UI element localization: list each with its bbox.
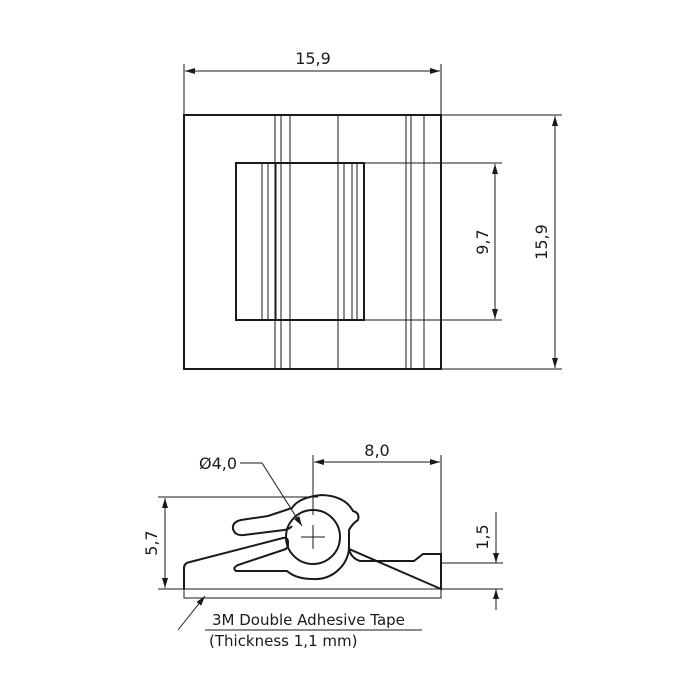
length-dimension-label: 8,0 [364,441,389,460]
step-dimension: 1,5 [441,512,503,610]
height-dimension-label: 15,9 [532,224,551,260]
adhesive-tape [183,588,442,599]
side-height-dimension: 5,7 [142,496,318,590]
height-dimension: 15,9 [441,114,562,370]
step-dimension-label: 1,5 [473,524,492,549]
width-dimension-label: 15,9 [295,49,331,68]
tape-callout: 3M Double Adhesive Tape (Thickness 1,1 m… [177,595,422,650]
length-dimension: 8,0 [312,441,442,554]
top-view-clip-window [235,162,365,321]
side-view: Ø4,0 8,0 5,7 1,5 3M Double A [142,441,503,650]
top-view: 15,9 9,7 15,9 [183,49,562,370]
bore-center-mark [301,525,325,549]
tape-thickness-label: (Thickness 1,1 mm) [209,632,357,650]
width-dimension: 15,9 [183,49,442,115]
diameter-callout: Ø4,0 [199,454,303,527]
top-view-groove-lines [274,115,425,369]
diameter-label: Ø4,0 [199,454,237,473]
top-view-outline [183,114,442,370]
inner-height-dimension-label: 9,7 [473,229,492,254]
tape-label: 3M Double Adhesive Tape [212,611,405,629]
inner-height-dimension: 9,7 [364,162,502,321]
top-view-clip-lines [261,163,358,320]
side-height-label: 5,7 [142,530,161,555]
